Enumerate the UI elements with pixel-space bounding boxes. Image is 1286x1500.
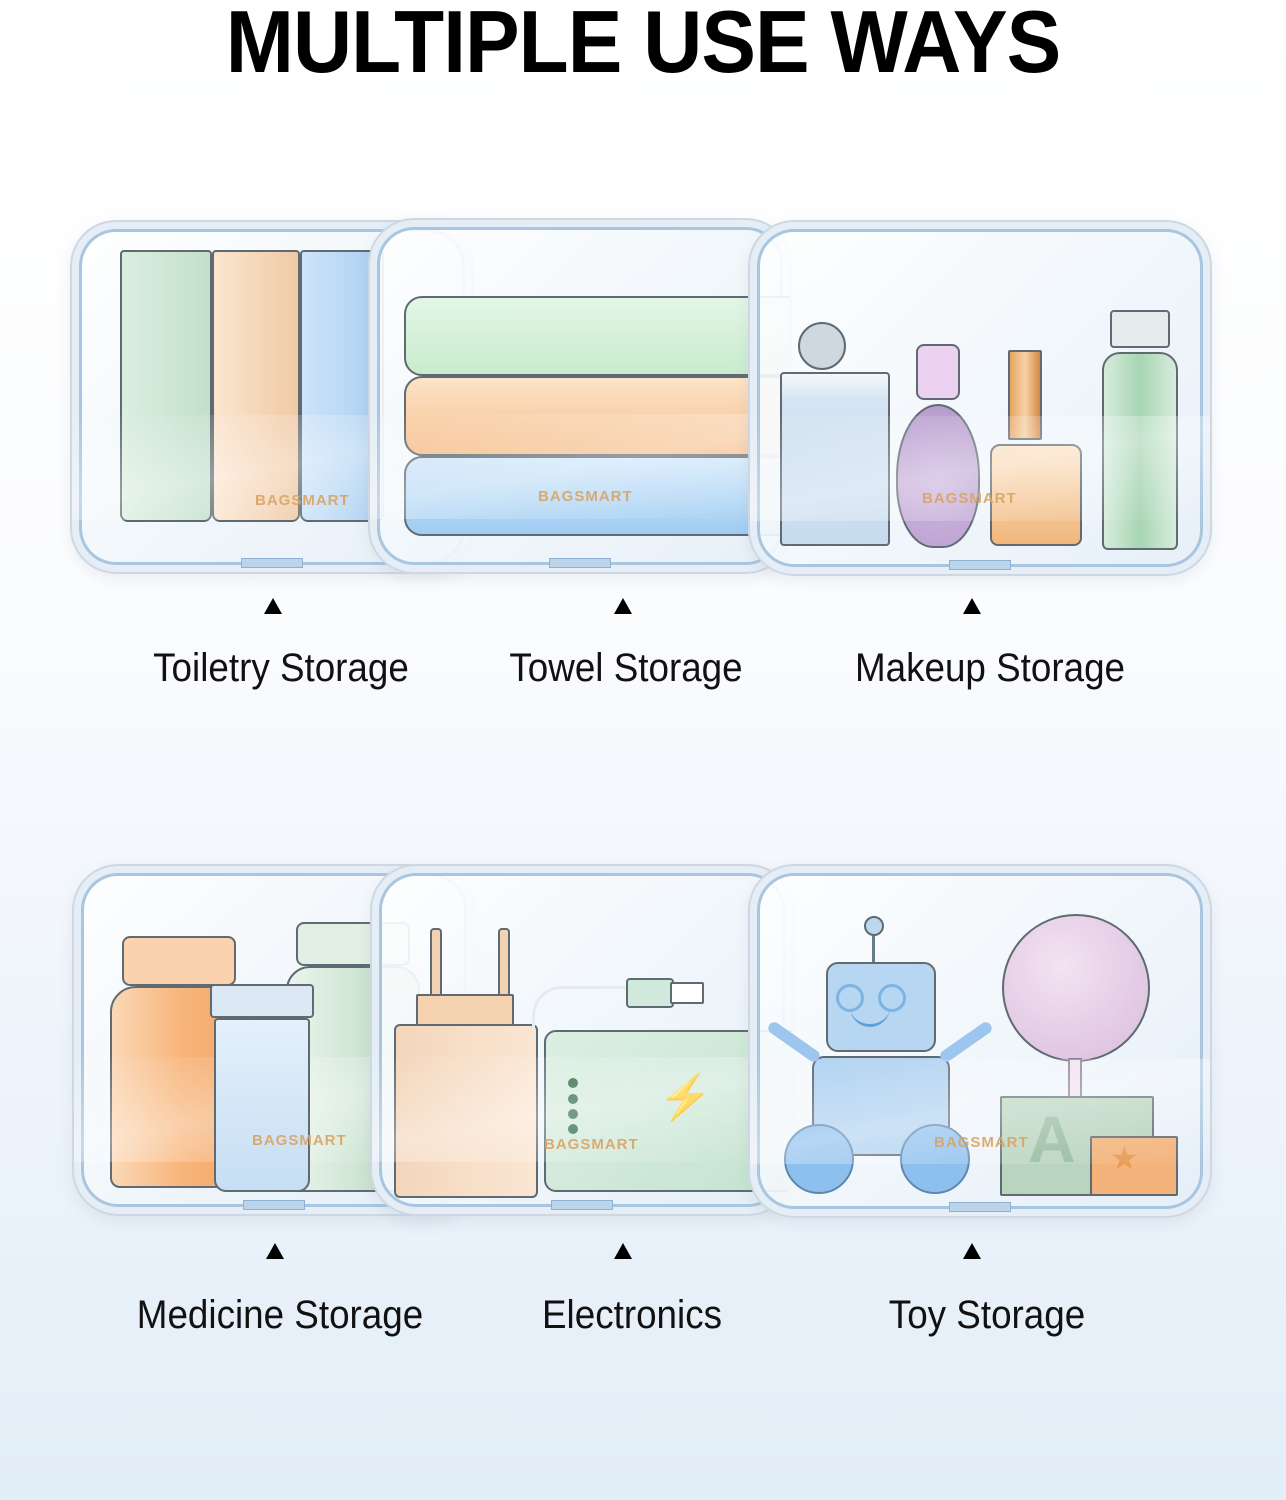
- makeup-bag-illustration: BAGSMART: [748, 220, 1212, 576]
- lightning-bolt-icon: ⚡: [658, 1076, 713, 1120]
- brand-watermark: BAGSMART: [922, 490, 1017, 507]
- zipper-tab: [949, 560, 1011, 570]
- orange-towel-icon: [404, 376, 790, 456]
- pointer-arrow-icon: [963, 1243, 981, 1259]
- pointer-arrow-icon: [963, 598, 981, 614]
- pointer-arrow-icon: [614, 598, 632, 614]
- brand-watermark: BAGSMART: [544, 1136, 639, 1153]
- zipper-tab: [551, 1200, 613, 1210]
- bag-reflection: [372, 1057, 792, 1162]
- zipper-tab: [549, 558, 611, 568]
- peach-tube-icon: [212, 250, 300, 522]
- use-label-toy: Toy Storage: [888, 1293, 1086, 1337]
- pointer-arrow-icon: [266, 1243, 284, 1259]
- towel-bag-illustration: BAGSMART: [368, 218, 792, 574]
- brand-watermark: BAGSMART: [538, 488, 633, 505]
- use-label-makeup: Makeup Storage: [854, 646, 1126, 690]
- green-towel-icon: [404, 296, 790, 376]
- pointer-arrow-icon: [264, 598, 282, 614]
- blue-towel-icon: [404, 456, 790, 536]
- brand-watermark: BAGSMART: [252, 1132, 347, 1149]
- zipper-tab: [241, 558, 303, 568]
- use-label-medicine: Medicine Storage: [136, 1293, 424, 1337]
- row-1: BAGSMART BAGSMART BAGSMART: [0, 0, 1286, 720]
- brand-watermark: BAGSMART: [934, 1134, 1029, 1151]
- green-tube-icon: [120, 250, 212, 522]
- bag-reflection: [370, 413, 790, 520]
- page-title: MULTIPLE USE WAYS: [225, 0, 1061, 91]
- brand-watermark: BAGSMART: [255, 492, 350, 509]
- zipper-tab: [243, 1200, 305, 1210]
- toy-bag-illustration: A ★ BAGSMART: [748, 864, 1212, 1218]
- pointer-arrow-icon: [614, 1243, 632, 1259]
- bag-reflection: [750, 1058, 1210, 1164]
- zipper-tab: [949, 1202, 1011, 1212]
- use-label-electronics: Electronics: [542, 1293, 722, 1337]
- electronics-bag-illustration: ⚡ BAGSMART: [370, 864, 794, 1216]
- use-label-towel: Towel Storage: [509, 646, 743, 690]
- use-label-toiletry: Toiletry Storage: [153, 646, 409, 690]
- bag-reflection: [750, 415, 1210, 522]
